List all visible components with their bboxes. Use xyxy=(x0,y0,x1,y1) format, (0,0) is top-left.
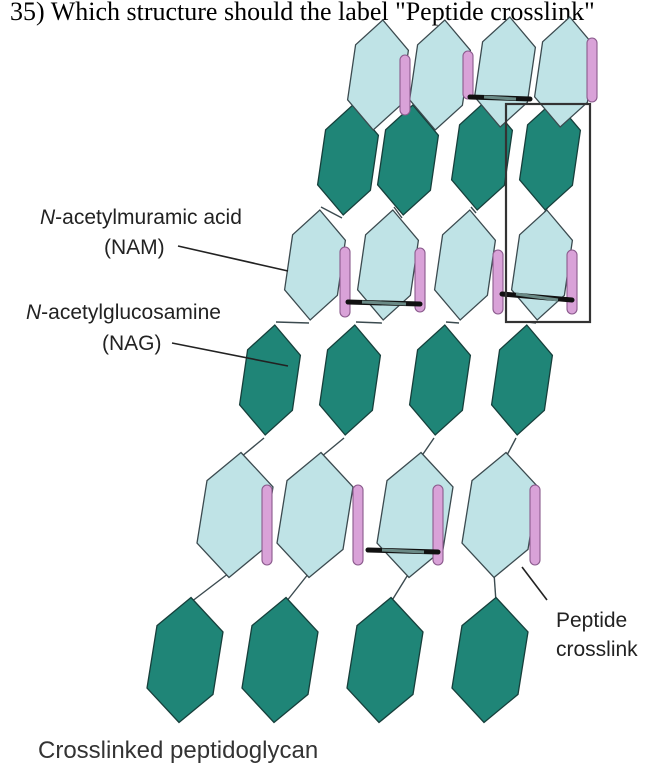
glycosidic-bond xyxy=(241,438,264,457)
nag-sugar xyxy=(242,598,318,723)
peptide-label-line1: Peptide xyxy=(556,609,627,632)
peptide-chain xyxy=(400,55,410,115)
nam-sugar xyxy=(512,210,573,320)
nam-sugar xyxy=(435,210,496,320)
nag-sugar xyxy=(410,325,471,435)
nag-label-line1: N-acetylglucosamine xyxy=(26,301,221,324)
peptide-crosslink-center xyxy=(382,550,424,552)
peptide-chain xyxy=(340,247,350,317)
nag-sugar xyxy=(240,325,301,435)
nam-sugar xyxy=(277,453,353,578)
diagram-caption: Crosslinked peptidoglycan xyxy=(38,737,318,764)
peptide-chain xyxy=(353,485,363,565)
peptide-crosslink-center xyxy=(484,97,516,99)
glycosidic-bond xyxy=(391,573,409,602)
nag-sugar xyxy=(452,598,528,723)
nam-label-line1: N-acetylmuramic acid xyxy=(40,206,242,229)
nag-sugar xyxy=(492,325,553,435)
glycosidic-bond xyxy=(321,438,344,457)
nam-label-line2: (NAM) xyxy=(104,236,165,259)
peptide-chain xyxy=(567,250,577,314)
nag-sugar xyxy=(147,598,223,723)
glycosidic-bond xyxy=(356,322,382,323)
glycosidic-bond xyxy=(191,573,229,602)
glycosidic-bond xyxy=(286,573,309,602)
glycosidic-bond xyxy=(276,322,309,323)
peptide-chain xyxy=(587,38,597,102)
nam-sugar xyxy=(462,453,538,578)
nam-sugar xyxy=(285,210,346,320)
peptide-chain xyxy=(262,485,272,565)
peptide-chain xyxy=(463,51,473,99)
nam-leader-line xyxy=(178,246,288,271)
nag-sugar xyxy=(320,325,381,435)
glycan-strands xyxy=(147,17,597,723)
peptide-leader-line xyxy=(522,567,547,600)
peptide-crosslink-center xyxy=(362,302,406,304)
nag-sugar xyxy=(347,598,423,723)
nag-label-line2: (NAG) xyxy=(102,332,162,355)
peptide-chain xyxy=(530,485,540,565)
peptide-chain xyxy=(493,250,503,314)
peptide-label-line2: crosslink xyxy=(556,638,638,661)
glycosidic-bond xyxy=(446,322,459,323)
